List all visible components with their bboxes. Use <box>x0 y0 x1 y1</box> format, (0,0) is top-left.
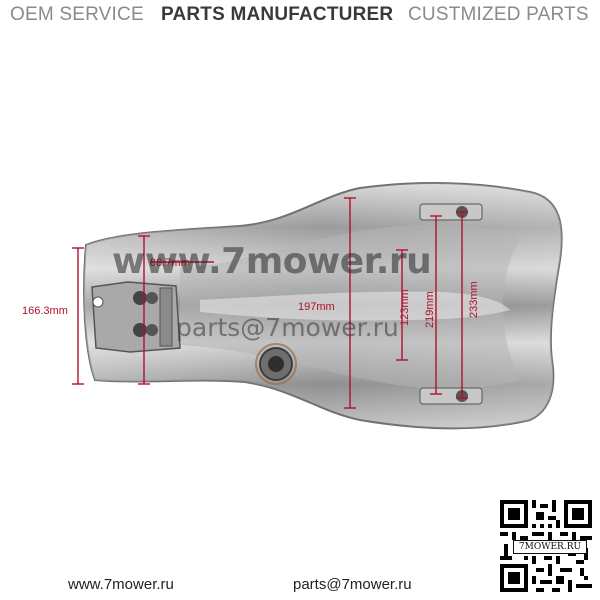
dim-width-left: 166.3mm <box>22 305 68 317</box>
front-bracket <box>91 281 181 353</box>
footer-website[interactable]: www.7mower.ru <box>68 576 174 593</box>
watermark-email: parts@7mower.ru <box>176 313 399 342</box>
watermark-site: www.7mower.ru <box>112 241 432 282</box>
dim-top-left: 80.7mm <box>150 257 190 269</box>
dim-inner-123: 123mm <box>399 289 411 326</box>
dim-outer-right: 233mm <box>468 281 480 318</box>
footer-email[interactable]: parts@7mower.ru <box>293 576 412 593</box>
dim-inner-219: 219mm <box>424 291 436 328</box>
dimension-lines <box>72 197 468 409</box>
rear-bracket-bottom <box>419 387 483 405</box>
top-banner: OEM SERVICE PARTS MANUFACTURER CUSTMIZED… <box>0 0 600 30</box>
qr-caption: 7MOWER.RU <box>513 540 587 554</box>
banner-customized-parts: CUSTMIZED PARTS <box>408 4 589 25</box>
dim-length: 197mm <box>298 301 335 313</box>
banner-oem-service: OEM SERVICE <box>10 4 144 25</box>
rear-bracket-top <box>419 203 483 221</box>
filler-cap <box>255 343 297 385</box>
banner-parts-manufacturer: PARTS MANUFACTURER <box>161 4 394 25</box>
